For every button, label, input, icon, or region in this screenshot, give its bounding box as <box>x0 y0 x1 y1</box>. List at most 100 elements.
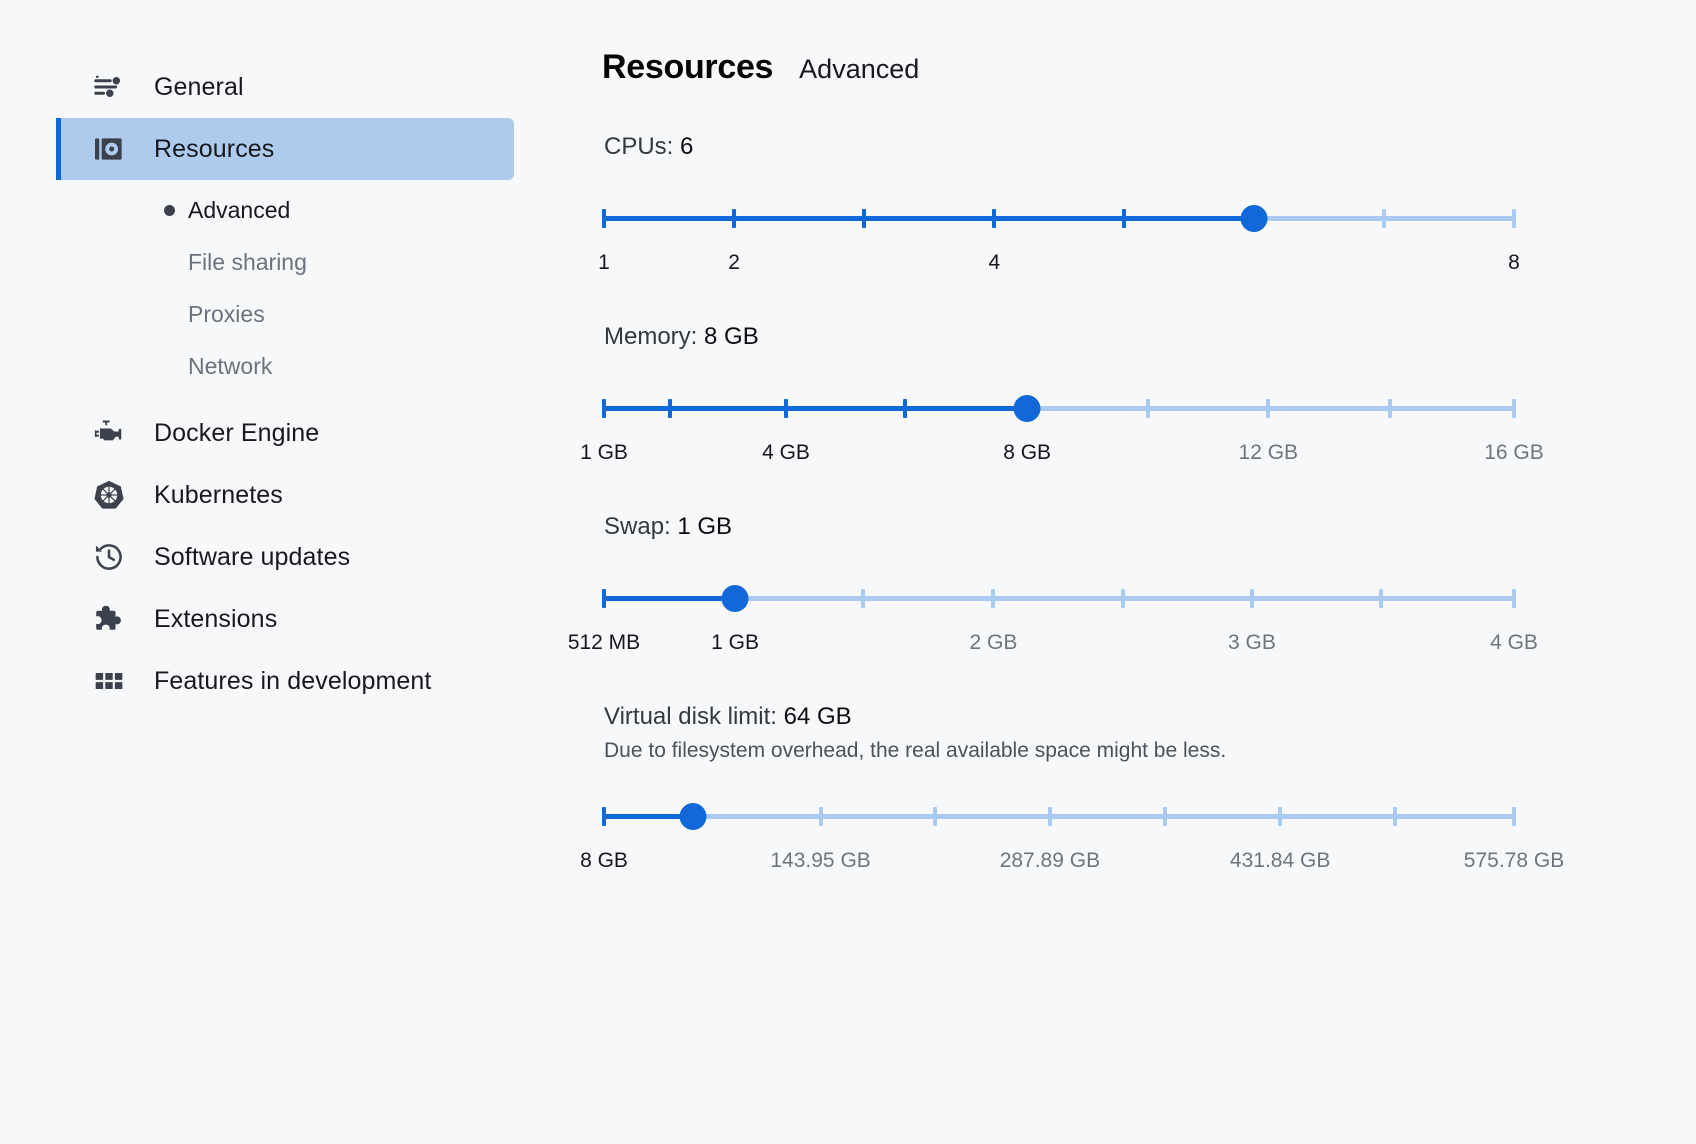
slider-track-fill <box>604 406 1028 411</box>
slider-track-fill <box>604 216 1254 221</box>
sidebar-subitem-file-sharing[interactable]: File sharing <box>0 236 570 288</box>
sidebar-item-resources[interactable]: Resources <box>56 118 514 180</box>
sidebar-subitem-label: File sharing <box>188 248 307 275</box>
slider-scale-label: 8 <box>1508 251 1520 274</box>
sidebar-item-docker-engine[interactable]: Docker Engine <box>56 402 514 464</box>
slider-caption-virtual-disk-limit: Virtual disk limit: 64 GB <box>604 703 1516 731</box>
sidebar-item-extensions[interactable]: Extensions <box>56 588 514 650</box>
slider-tick <box>1266 399 1271 418</box>
page-title: Resources <box>602 48 774 86</box>
slider-tick <box>602 807 606 826</box>
slider-scale-label: 8 GB <box>580 849 628 872</box>
sidebar-subitem-network[interactable]: Network <box>0 340 570 392</box>
slider-tick <box>602 589 606 608</box>
sidebar-item-kubernetes[interactable]: Kubernetes <box>56 464 514 526</box>
slider-track[interactable] <box>604 596 1514 601</box>
slider-tick <box>1512 589 1516 608</box>
grid-icon <box>92 664 126 698</box>
sidebar-subitem-label: Proxies <box>188 300 265 327</box>
slider-scale-label: 1 GB <box>580 441 628 464</box>
slider-scale-label: 16 GB <box>1484 441 1544 464</box>
slider-tick <box>1388 399 1393 418</box>
slider-caption-value: 1 GB <box>677 513 733 540</box>
slider-tick <box>861 589 866 608</box>
slider-swap[interactable] <box>602 585 1516 612</box>
history-clock-icon <box>92 540 126 574</box>
slider-tick <box>1512 399 1516 418</box>
slider-scale-cpus: 1 2 4 8 <box>598 251 1520 283</box>
slider-track[interactable] <box>604 814 1514 819</box>
slider-cpus[interactable] <box>602 205 1516 232</box>
slider-tick <box>818 807 823 826</box>
sidebar-item-label: Docker Engine <box>154 418 320 447</box>
slider-scale-label: 287.89 GB <box>999 849 1101 872</box>
slider-caption-memory: Memory: 8 GB <box>604 323 1516 351</box>
slider-caption-label: Swap: <box>604 513 678 540</box>
slider-virtual-disk-limit[interactable] <box>602 803 1516 830</box>
slider-thumb-virtual-disk-limit[interactable] <box>679 803 707 830</box>
slider-scale-label: 4 <box>988 251 1001 274</box>
page-subtitle: Advanced <box>799 54 920 84</box>
slider-caption-label: CPUs: <box>604 133 681 160</box>
sidebar-subitem-label: Advanced <box>188 196 291 223</box>
slider-tick <box>1278 807 1283 826</box>
slider-tick <box>602 399 606 418</box>
slider-track-fill <box>604 814 694 819</box>
sidebar-subitem-proxies[interactable]: Proxies <box>0 288 570 340</box>
kubernetes-icon <box>92 478 126 512</box>
bullet-icon <box>164 204 175 216</box>
sidebar-subitem-label: Network <box>188 352 273 379</box>
sidebar-item-features-in-development[interactable]: Features in development <box>56 650 514 712</box>
sidebar-item-label: Software updates <box>154 542 351 571</box>
slider-caption-value: 8 GB <box>704 323 759 350</box>
resources-icon <box>92 132 126 166</box>
slider-scale-label: 3 GB <box>1227 631 1276 654</box>
slider-track[interactable] <box>604 406 1514 411</box>
sidebar-item-general[interactable]: General <box>56 56 514 118</box>
slider-scale-label: 512 MB <box>567 631 641 654</box>
sidebar-item-label: Kubernetes <box>154 480 283 509</box>
slider-tick <box>1379 589 1384 608</box>
sidebar-subitem-advanced[interactable]: Advanced <box>0 184 570 236</box>
sliders-icon <box>92 70 126 104</box>
slider-scale-label: 1 <box>598 251 610 274</box>
slider-caption-cpus: CPUs: 6 <box>604 133 1516 161</box>
slider-tick <box>1381 209 1386 228</box>
slider-thumb-swap[interactable] <box>721 585 749 612</box>
slider-tick <box>1047 807 1052 826</box>
slider-thumb-cpus[interactable] <box>1240 205 1268 232</box>
slider-caption-value: 64 GB <box>783 703 852 730</box>
slider-description-virtual-disk-limit: Due to filesystem overhead, the real ava… <box>604 739 1227 762</box>
slider-caption-value: 6 <box>680 133 694 160</box>
slider-scale-label: 431.84 GB <box>1229 849 1331 872</box>
engine-icon <box>92 416 126 450</box>
sidebar-item-software-updates[interactable]: Software updates <box>56 526 514 588</box>
page-header: Resources Advanced <box>602 48 1516 87</box>
slider-scale-label: 8 GB <box>1003 441 1052 464</box>
resources-subnav: Advanced File sharing Proxies Network <box>0 184 570 392</box>
slider-tick <box>992 209 997 228</box>
slider-tick <box>1512 209 1516 228</box>
puzzle-piece-icon <box>92 602 126 636</box>
sidebar-item-label: General <box>154 72 244 101</box>
slider-tick <box>784 399 788 418</box>
slider-scale-label: 1 GB <box>711 631 759 654</box>
slider-caption-label: Memory: <box>604 323 705 350</box>
slider-scale-label: 2 <box>728 251 740 274</box>
slider-memory[interactable] <box>602 395 1516 422</box>
sidebar-item-label: Extensions <box>154 604 278 633</box>
slider-thumb-memory[interactable] <box>1013 395 1041 422</box>
slider-scale-label: 575.78 GB <box>1463 849 1565 872</box>
slider-tick <box>667 399 672 418</box>
sidebar-item-label: Resources <box>154 134 275 163</box>
slider-caption-swap: Swap: 1 GB <box>604 513 1516 541</box>
slider-scale-label: 143.95 GB <box>770 849 871 872</box>
slider-track-fill <box>604 596 736 601</box>
slider-tick <box>602 209 606 228</box>
slider-caption-label: Virtual disk limit: <box>604 703 784 730</box>
